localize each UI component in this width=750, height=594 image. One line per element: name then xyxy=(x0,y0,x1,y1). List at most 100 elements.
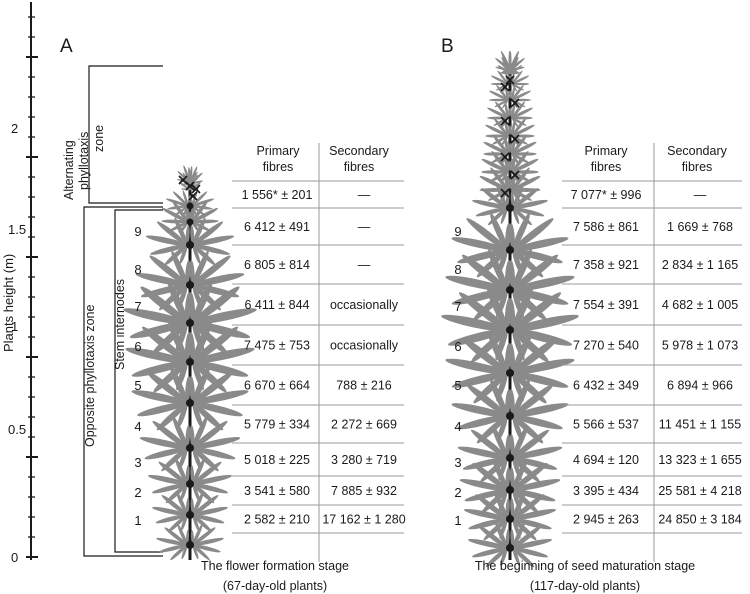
secondary-fibres-cell: 5 978 ± 1 073 xyxy=(662,339,738,353)
primary-fibres-cell: 7 077* ± 996 xyxy=(571,188,642,202)
secondary-fibres-cell: — xyxy=(358,258,371,272)
internodes-bracket xyxy=(114,209,163,553)
secondary-fibres-cell: 6 894 ± 966 xyxy=(667,379,733,393)
leaf-icon xyxy=(147,486,194,537)
secondary-fibres-cell: 13 323 ± 1 655 xyxy=(658,453,741,467)
primary-fibres-cell: 6 432 ± 349 xyxy=(573,379,639,393)
alternating-zone-label-line3: zone xyxy=(92,125,106,152)
secondary-header-line1: Secondary xyxy=(329,144,390,158)
node-dot xyxy=(186,202,194,210)
primary-fibres-cell: 1 556* ± 201 xyxy=(242,188,313,202)
leaf-icon xyxy=(186,486,233,537)
node-dot xyxy=(186,511,194,519)
secondary-fibres-cell: 25 581 ± 4 218 xyxy=(658,484,741,498)
primary-fibres-cell: 7 270 ± 540 xyxy=(573,339,639,353)
panel-b-caption-line1: The beginning of seed maturation stage xyxy=(475,559,695,573)
node-dot xyxy=(506,454,514,462)
axis-title: Plants height (m) xyxy=(1,254,16,352)
node-dot xyxy=(186,319,194,327)
panel-b-table: Primary fibres Secondary fibres 7 077* ±… xyxy=(454,143,742,562)
primary-fibres-cell: 2 582 ± 210 xyxy=(244,513,310,527)
leaf-icon xyxy=(133,409,196,478)
node-dot xyxy=(186,358,194,366)
internode-number: 5 xyxy=(134,378,141,393)
primary-header-line2: fibres xyxy=(263,160,294,174)
panel-a-caption-line2: (67-day-old plants) xyxy=(223,579,327,593)
node-dot xyxy=(186,541,194,549)
primary-fibres-cell: 5 779 ± 334 xyxy=(244,418,310,432)
alternating-zone-label-line2: phyllotaxis xyxy=(77,132,91,190)
alternating-zone-label-line1: Alternating xyxy=(62,140,76,200)
table-row: 7 586 ± 861 1 669 ± 768 xyxy=(573,220,733,234)
primary-header-line2: fibres xyxy=(591,160,622,174)
secondary-fibres-cell: 2 272 ± 669 xyxy=(331,418,397,432)
primary-fibres-cell: 7 358 ± 921 xyxy=(573,258,639,272)
node-dot xyxy=(186,399,194,407)
table-row: 6 432 ± 349 6 894 ± 966 xyxy=(573,379,733,393)
opposite-zone-bracket xyxy=(83,206,163,557)
primary-header-line1: Primary xyxy=(256,144,300,158)
internode-number: 9 xyxy=(134,224,141,239)
primary-fibres-cell: 2 945 ± 263 xyxy=(573,513,639,527)
primary-fibres-cell: 6 411 ± 844 xyxy=(244,298,309,312)
table-row: 7 270 ± 540 5 978 ± 1 073 xyxy=(573,339,738,353)
node-dot xyxy=(186,281,194,289)
internode-number: 4 xyxy=(134,419,141,434)
panel-a-table: Primary fibres Secondary fibres 1 556* ±… xyxy=(134,143,406,562)
internode-number: 2 xyxy=(134,485,141,500)
primary-fibres-cell: 5 566 ± 537 xyxy=(573,418,639,432)
node-dot xyxy=(186,218,194,226)
internode-number: 1 xyxy=(134,513,141,528)
table-row: 7 077* ± 996 — xyxy=(571,188,707,202)
secondary-fibres-cell: — xyxy=(358,188,371,202)
node-dot xyxy=(506,515,514,523)
primary-header-line1: Primary xyxy=(584,144,628,158)
internode-number: 7 xyxy=(454,299,461,314)
leaf-icon xyxy=(142,451,194,509)
internodes-label: Stem internodes xyxy=(113,279,127,370)
opposite-zone-label: Opposite phyllotaxis zone xyxy=(83,305,97,447)
secondary-fibres-cell: 788 ± 216 xyxy=(336,379,392,393)
secondary-fibres-cell: — xyxy=(694,188,707,202)
table-row: 5 779 ± 334 2 272 ± 669 xyxy=(244,418,397,432)
internode-number: 5 xyxy=(454,378,461,393)
table-row: 6 805 ± 814 — xyxy=(244,258,371,272)
secondary-header-line2: fibres xyxy=(682,160,713,174)
internode-number: 7 xyxy=(134,299,141,314)
secondary-header-line2: fibres xyxy=(344,160,375,174)
node-dot xyxy=(186,444,194,452)
node-dot xyxy=(506,544,514,552)
secondary-fibres-cell: 1 669 ± 768 xyxy=(667,220,733,234)
internode-number: 1 xyxy=(454,513,461,528)
plant-b-drawing xyxy=(432,45,588,573)
node-dot xyxy=(506,486,514,494)
internode-number: 6 xyxy=(134,339,141,354)
node-dot xyxy=(506,326,514,334)
node-dot xyxy=(506,204,514,212)
node-dot xyxy=(186,241,194,249)
alternating-zone-bracket xyxy=(88,65,163,204)
secondary-fibres-cell: 7 885 ± 932 xyxy=(331,484,397,498)
tick-label-0.5: 0.5 xyxy=(8,422,26,437)
tick-label-1: 1 xyxy=(11,319,18,334)
internode-number: 4 xyxy=(454,419,461,434)
panel-a-letter: A xyxy=(60,36,73,57)
secondary-fibres-cell: occasionally xyxy=(330,298,399,312)
table-row: 1 556* ± 201 — xyxy=(242,188,371,202)
tick-label-1.5: 1.5 xyxy=(8,222,26,237)
internode-number: 9 xyxy=(454,224,461,239)
internode-number: 8 xyxy=(134,262,141,277)
primary-fibres-cell: 5 018 ± 225 xyxy=(244,453,310,467)
primary-fibres-cell: 6 805 ± 814 xyxy=(244,258,310,272)
table-row: 6 412 ± 491— xyxy=(244,220,371,234)
height-axis: 0 0.5 1 1.5 2 Plants height (m) xyxy=(1,2,38,565)
primary-fibres-cell: 7 586 ± 861 xyxy=(573,220,639,234)
internode-number: 3 xyxy=(454,455,461,470)
